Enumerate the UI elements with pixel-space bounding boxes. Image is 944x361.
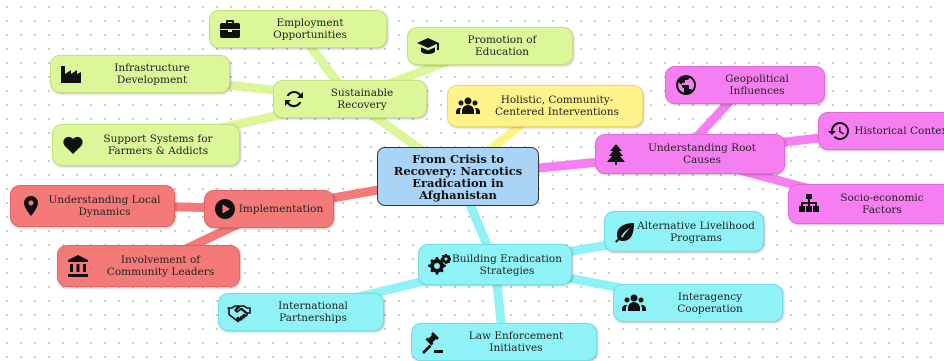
node-label: Promotion of Education [467, 34, 537, 58]
users-icon [456, 94, 480, 118]
node-geopolitical-influences[interactable]: Geopolitical Influences [665, 66, 825, 104]
node-employment-opportunities[interactable]: Employment Opportunities [209, 10, 387, 48]
heart-icon [61, 133, 85, 157]
node-understanding-root-causes[interactable]: Understanding Root Causes [595, 134, 785, 174]
node-infrastructure-development[interactable]: Infrastructure Development [50, 55, 230, 93]
node-international-partnerships[interactable]: International Partnerships [218, 293, 384, 331]
node-label: Interagency Cooperation [677, 291, 743, 315]
node-community-leaders[interactable]: Involvement of Community Leaders [57, 245, 240, 287]
node-label: Sustainable Recovery [330, 87, 394, 111]
node-building-eradication-strategies[interactable]: Building Eradication Strategies [418, 244, 572, 285]
node-interagency-cooperation[interactable]: Interagency Cooperation [613, 284, 783, 322]
gavel-icon [420, 330, 444, 354]
map-marker-icon [19, 194, 43, 218]
node-label: Understanding Local Dynamics [48, 194, 161, 218]
sync-icon [282, 87, 306, 111]
node-label: Building Eradication Strategies [452, 252, 562, 277]
node-label: Implementation [238, 203, 324, 215]
node-label: Geopolitical Influences [725, 73, 789, 97]
node-alternative-livelihood[interactable]: Alternative Livelihood Programs [604, 211, 764, 252]
node-label: Holistic, Community-Centered Interventio… [494, 94, 620, 118]
tree-icon [604, 142, 628, 166]
node-label: Historical Context [854, 125, 944, 137]
node-implementation[interactable]: Implementation [204, 190, 334, 228]
graduation-cap-icon [416, 34, 440, 58]
node-label: Alternative Livelihood Programs [637, 219, 755, 244]
history-icon [827, 119, 851, 143]
node-label: Socio-economic Factors [840, 192, 924, 216]
sitemap-icon [797, 192, 821, 216]
node-label: Law Enforcement Initiatives [468, 330, 564, 354]
root-topic-node[interactable]: From Crisis to Recovery: Narcotics Eradi… [377, 147, 539, 206]
node-holistic-interventions[interactable]: Holistic, Community-Centered Interventio… [447, 85, 643, 127]
node-label: Employment Opportunities [273, 17, 347, 41]
node-label: Involvement of Community Leaders [106, 254, 215, 278]
node-historical-context[interactable]: Historical Context [818, 112, 944, 150]
cogs-icon [427, 253, 451, 277]
node-support-systems[interactable]: Support Systems for Farmers & Addicts [52, 124, 240, 166]
handshake-icon [227, 300, 251, 324]
node-law-enforcement[interactable]: Law Enforcement Initiatives [411, 323, 597, 361]
users-icon [622, 291, 646, 315]
root-topic-title: From Crisis to Recovery: Narcotics Eradi… [393, 151, 523, 202]
node-socio-economic-factors[interactable]: Socio-economic Factors [788, 184, 944, 224]
node-sustainable-recovery[interactable]: Sustainable Recovery [273, 80, 427, 118]
briefcase-icon [218, 17, 242, 41]
node-label: Understanding Root Causes [648, 142, 756, 166]
leaf-icon [613, 220, 637, 244]
node-promotion-of-education[interactable]: Promotion of Education [407, 27, 573, 65]
play-circle-icon [213, 197, 237, 221]
node-label: Infrastructure Development [114, 62, 190, 86]
landmark-icon [66, 254, 90, 278]
node-label: Support Systems for Farmers & Addicts [103, 133, 213, 157]
node-understanding-local-dynamics[interactable]: Understanding Local Dynamics [10, 185, 175, 227]
globe-icon [674, 73, 698, 97]
industry-icon [59, 62, 83, 86]
node-label: International Partnerships [278, 300, 348, 324]
